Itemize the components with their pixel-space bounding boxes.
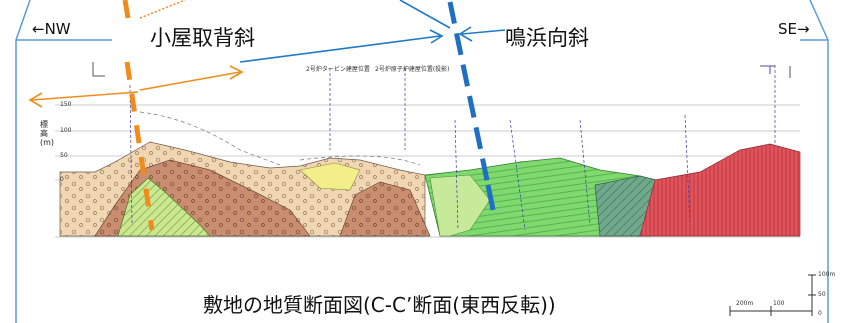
geologic-units <box>59 141 801 237</box>
anticline-axis-top <box>122 0 131 19</box>
fault-trace <box>139 111 421 166</box>
scale-100: 100 <box>773 300 785 307</box>
map-note-right: 2号炉原子炉建屋位置(投影) <box>375 66 450 73</box>
anticline-dip-arrows <box>28 65 244 108</box>
right-sketch-arrow <box>762 65 771 74</box>
scale-0: 0 <box>818 310 822 317</box>
syncline-axis-lower <box>485 184 496 211</box>
scale-bar <box>729 274 816 316</box>
figure-caption: 敷地の地質断面図(C-C’断面(東西反転)) <box>203 293 556 317</box>
syncline-label: 鳴浜向斜 <box>505 26 589 50</box>
anticline-pointer <box>139 0 186 19</box>
elevation-tick-50: 50 <box>60 152 68 159</box>
direction-nw-label: ←NW <box>32 20 71 38</box>
scale-200m: 200m <box>736 300 754 307</box>
anticline-label: 小屋取背斜 <box>150 26 255 50</box>
elevation-unit-label: 標高(m) <box>40 120 55 147</box>
map-note-left: 2号炉タービン建屋位置 <box>306 66 370 73</box>
anticline-axis-line <box>124 61 155 231</box>
drawing-bracket-left <box>92 62 105 77</box>
direction-se-label: SE→ <box>778 20 810 38</box>
borehole-lines <box>129 65 776 231</box>
scale-100m: 100m <box>818 271 836 278</box>
scale-50: 50 <box>818 291 826 298</box>
syncline-pointer-arrows <box>239 0 506 63</box>
slide-frame <box>15 0 829 323</box>
elevation-tick-150: 150 <box>60 101 72 108</box>
elevation-tick-0: 0 <box>60 176 64 183</box>
elevation-tick-100: 100 <box>60 127 72 134</box>
